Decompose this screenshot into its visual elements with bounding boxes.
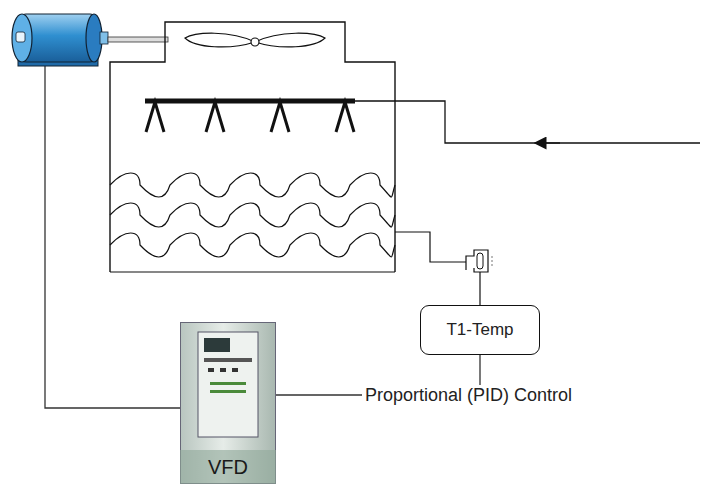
edge-label: Proportional (PID) Control — [362, 385, 575, 406]
tower-basin — [110, 271, 395, 272]
sensor-box: T1-Temp — [420, 305, 540, 355]
temperature-sensor — [466, 250, 492, 272]
outlet-pipe — [395, 232, 466, 262]
sensor-lead — [479, 272, 480, 305]
fan-motor — [12, 14, 108, 66]
fan — [185, 33, 325, 47]
drive-shaft — [108, 37, 168, 42]
tower-casing — [110, 22, 395, 272]
drive-label: VFD — [181, 456, 275, 479]
sensor-label: T1-Temp — [446, 320, 513, 340]
motor-wire — [45, 66, 180, 408]
spray-header — [145, 101, 355, 132]
vfd-drive: VFD — [180, 322, 276, 484]
flow-arrow — [540, 142, 560, 143]
fill-media — [110, 173, 395, 257]
inlet-pipe — [355, 101, 700, 143]
